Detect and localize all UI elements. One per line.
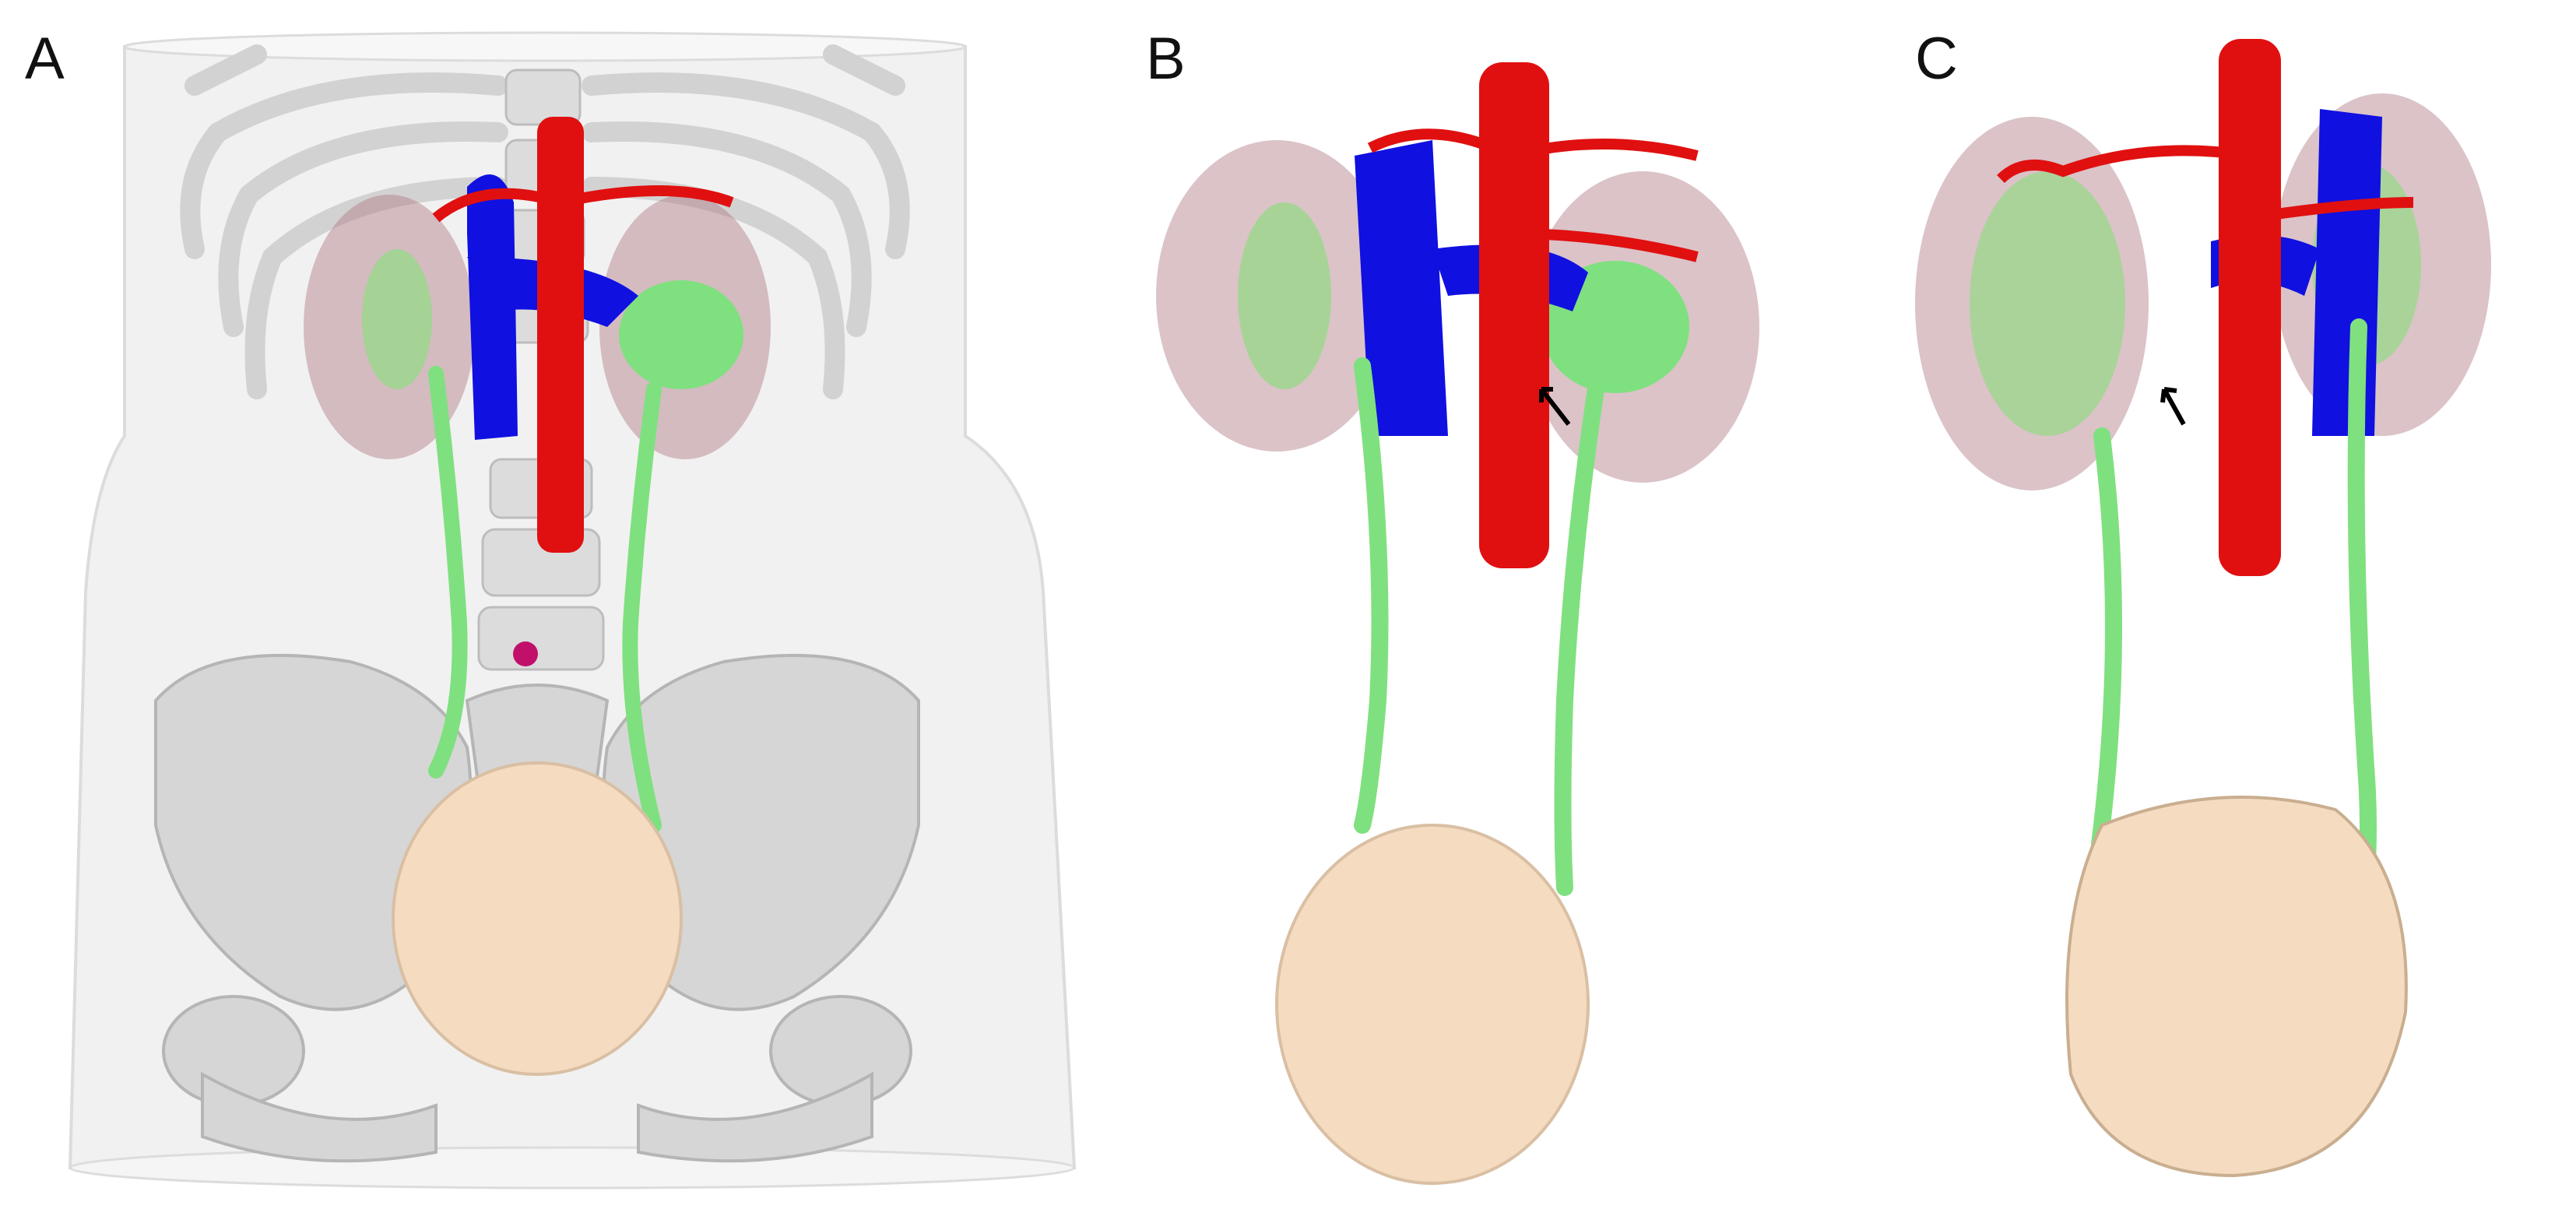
vena-cava [1355, 140, 1588, 436]
panel-b-illustration [1156, 62, 1759, 1185]
panel-label-c: C [1915, 26, 1958, 92]
arrow-icon [2160, 387, 2186, 426]
panel-label-a: A [25, 26, 65, 92]
panel-label-b: B [1146, 26, 1186, 92]
panel-a: A [0, 0, 1098, 1209]
arrow-icon [1539, 387, 1571, 426]
ureter-right [1554, 381, 1604, 896]
panel-c-illustration [1915, 39, 2491, 1178]
renal-pelvis-green [619, 280, 743, 389]
ureter-left [428, 366, 468, 778]
bladder [2065, 796, 2408, 1178]
panel-c: C [1868, 0, 2576, 1209]
panel-b: B [1105, 0, 1868, 1209]
bladder [1275, 824, 1590, 1185]
vena-cava [2211, 109, 2382, 436]
marker [513, 641, 538, 666]
aorta [1479, 62, 1549, 568]
panel-a-illustration [68, 31, 1077, 1190]
ureter-left [1354, 357, 1389, 834]
aorta [537, 117, 584, 553]
ureter-right [622, 381, 662, 833]
aorta [2219, 39, 2281, 576]
bladder [392, 761, 683, 1076]
